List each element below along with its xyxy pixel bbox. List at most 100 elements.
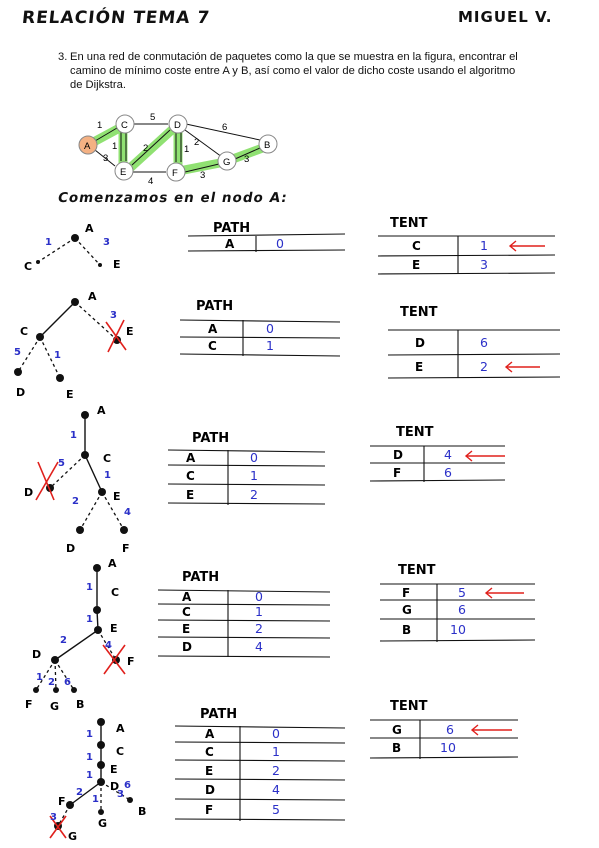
tree-node-label: F [25, 698, 33, 711]
tree-weight: 2 [60, 635, 67, 646]
tent-node: F [393, 466, 401, 480]
path-node: A [186, 451, 196, 465]
tree-node-label: E [110, 763, 118, 776]
graph-weight: 5 [150, 112, 155, 123]
selected-arrow-icon [504, 361, 540, 373]
path-cost: 0 [266, 321, 274, 336]
path-node: C [182, 605, 191, 619]
tree-node-label: G [98, 817, 107, 830]
tree-node-label: E [113, 490, 121, 503]
tent-cost: 3 [480, 257, 488, 272]
tree-weight: 6 [124, 780, 131, 791]
tent-node: G [402, 603, 412, 617]
path-cost: 1 [250, 468, 258, 483]
graph-weight: 2 [143, 143, 148, 154]
tent-cost: 1 [480, 238, 488, 253]
problem-number: 3. [58, 51, 68, 63]
selected-arrow-icon [508, 240, 545, 252]
tree-weight: 3 [110, 310, 117, 321]
path-cost: 0 [250, 450, 258, 465]
tent-cost: 10 [450, 622, 466, 637]
graph-node-label: B [264, 140, 270, 151]
graph-weight: 1 [112, 141, 117, 152]
tent-cost: 6 [444, 465, 452, 480]
tree-node-label: C [116, 745, 124, 758]
graph-weight: 1 [97, 120, 102, 131]
path-node: A [225, 237, 235, 251]
path-title: PATH [182, 570, 219, 585]
node-e-circle [114, 161, 134, 181]
tree-weight: 2 [76, 787, 83, 798]
tree-node-label: E [126, 325, 134, 338]
graph-edges [94, 123, 261, 173]
tree-weight: 1 [86, 752, 93, 763]
tree-weight: 3 [117, 789, 124, 800]
tree-weight: 2 [48, 677, 55, 688]
tree-node-label: E [113, 258, 121, 271]
tree-node-label: G [68, 830, 77, 843]
path-node: A [205, 727, 215, 741]
path-title: PATH [213, 221, 250, 236]
discarded-cross-icon [102, 644, 126, 675]
tree-weight: 1 [86, 770, 93, 781]
tree-weight: 6 [64, 677, 71, 688]
tree-weight: 1 [86, 582, 93, 593]
tree-node-label: D [66, 542, 75, 555]
tree-node-label: D [16, 386, 25, 399]
tent-cost: 4 [444, 447, 452, 462]
node-f-circle [166, 162, 186, 182]
graph-weight: 4 [148, 176, 153, 187]
path-cost: 0 [255, 589, 263, 604]
tree-node-label: C [103, 452, 111, 465]
path-cost: 4 [272, 782, 280, 797]
path-cost: 2 [255, 621, 263, 636]
discarded-cross-icon [105, 319, 127, 353]
tree-weight: 1 [86, 729, 93, 740]
path-title: PATH [192, 431, 229, 446]
tree-weight: 3 [50, 812, 57, 823]
tree-weight: 1 [36, 672, 43, 683]
graph-node-label: G [223, 157, 230, 168]
tent-cost: 6 [480, 335, 488, 350]
path-node: E [182, 622, 190, 636]
selected-arrow-icon [464, 450, 505, 462]
selected-arrow-icon [470, 724, 512, 736]
tent-cost: 10 [440, 740, 456, 755]
discarded-cross-icon [49, 815, 67, 839]
tree-weight: 1 [54, 350, 61, 361]
path-cost: 2 [250, 487, 258, 502]
tree-node-label: E [110, 622, 118, 635]
path-node: D [205, 783, 215, 797]
path-node: A [208, 322, 218, 336]
tree-weight: 2 [72, 496, 79, 507]
tent-node: F [402, 586, 410, 600]
tree-node-label: G [50, 700, 59, 713]
node-b-circle [258, 134, 278, 154]
tent-node: C [412, 239, 421, 253]
path-cost: 1 [255, 604, 263, 619]
graph-weight: 3 [200, 170, 205, 181]
discarded-cross-icon [35, 461, 59, 501]
graph-weight: 2 [194, 137, 199, 148]
tree-node-label: A [97, 404, 106, 417]
path-cost: 1 [266, 338, 274, 353]
tree-node-label: C [111, 586, 119, 599]
tent-cost: 5 [458, 585, 466, 600]
tree-weight: 1 [92, 794, 99, 805]
tree-node-label: A [85, 222, 94, 235]
tree-node-label: D [32, 648, 41, 661]
tent-title: TENT [400, 305, 438, 320]
graph-weight: 1 [184, 144, 189, 155]
tent-cost: 2 [480, 359, 488, 374]
